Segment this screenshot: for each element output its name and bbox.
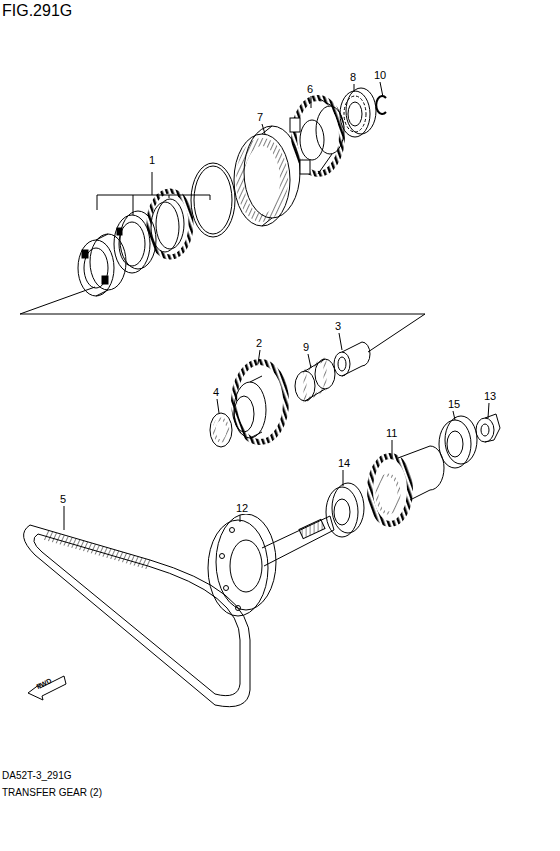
callout-number: 9: [302, 342, 310, 353]
figure-caption: TRANSFER GEAR (2): [2, 788, 102, 798]
drawing-code: DA52T-3_291G: [2, 771, 72, 781]
callout-number: 8: [349, 72, 357, 83]
callout-number: 7: [256, 112, 264, 123]
drive-chain: [24, 525, 250, 707]
callout-number: 10: [373, 70, 387, 81]
callout-number: 1: [148, 155, 156, 166]
callout-number: 12: [235, 503, 249, 514]
callout-number: 3: [334, 321, 342, 332]
figure-title: FIG.291G: [2, 3, 72, 19]
callout-number: 14: [337, 458, 351, 469]
callout-number: 2: [255, 338, 263, 349]
callout-number: 5: [59, 494, 67, 505]
callout-number: 15: [447, 399, 461, 410]
callout-number: 4: [212, 387, 220, 398]
callout-number: 11: [385, 428, 398, 439]
callout-number: 13: [483, 391, 497, 402]
callout-number: 6: [306, 84, 314, 95]
